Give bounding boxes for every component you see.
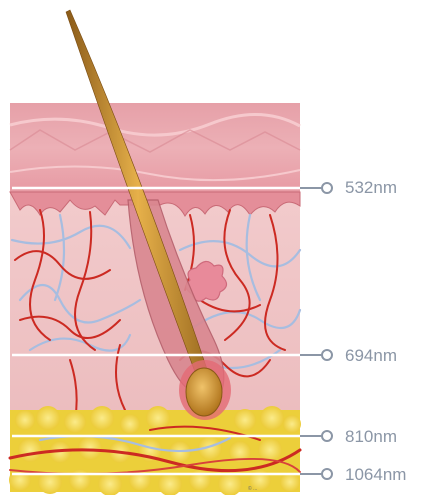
wavelength-label-810nm: 810nm [345,427,397,447]
wavelength-label-694nm: 694nm [345,346,397,366]
illustrator-signature: © ... [248,485,257,492]
hair-bulb [179,360,231,420]
wavelength-label-532nm: 532nm [345,178,397,198]
wavelength-label-1064nm: 1064nm [345,465,406,485]
epidermis-layer [10,103,300,216]
